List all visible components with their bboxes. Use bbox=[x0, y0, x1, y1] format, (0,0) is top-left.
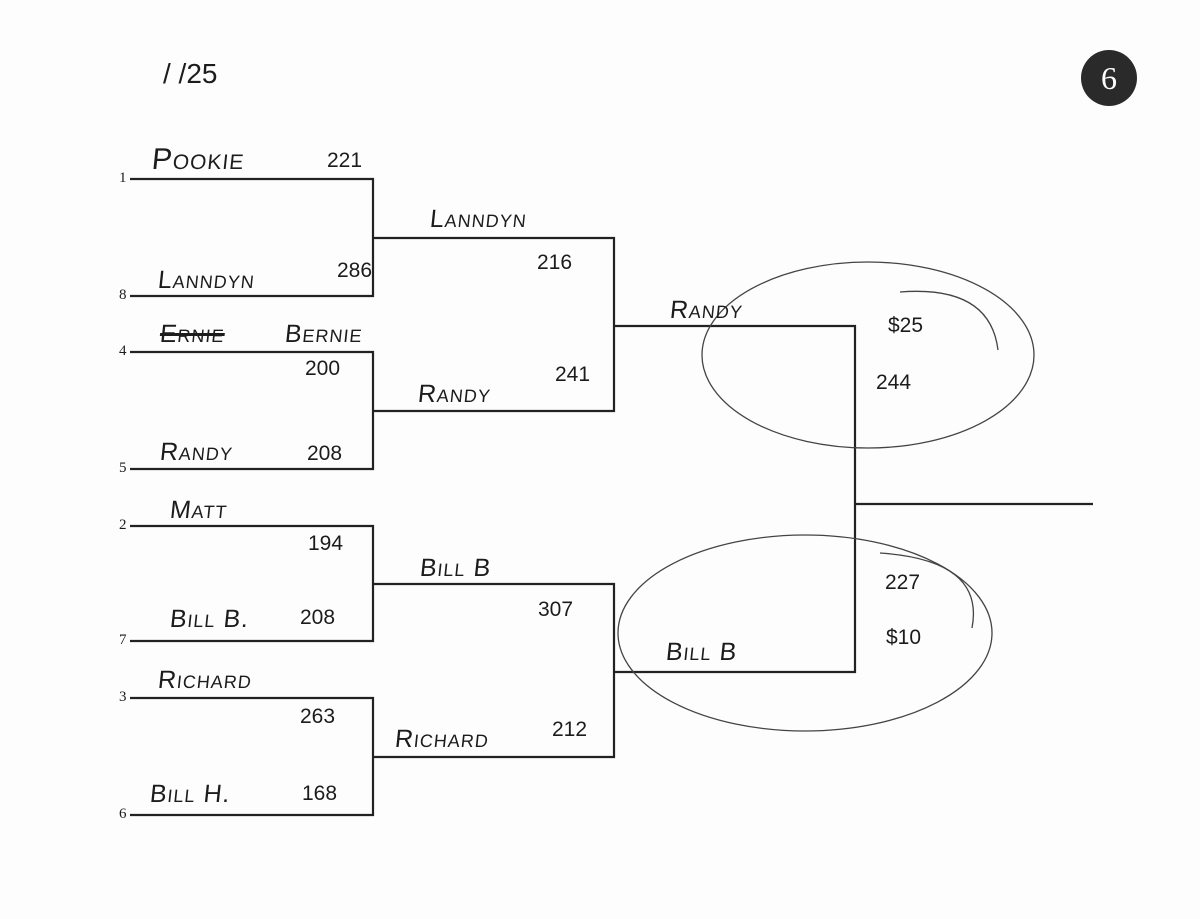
seed-number: 4 bbox=[119, 343, 127, 359]
player-score: 212 bbox=[552, 718, 588, 741]
player-score: 216 bbox=[537, 251, 573, 274]
semi-top-line bbox=[373, 236, 616, 413]
player-name: Bernie bbox=[283, 320, 365, 348]
player-name: Matt bbox=[168, 496, 230, 524]
player-score: 200 bbox=[305, 357, 341, 380]
runner-up-circle bbox=[617, 534, 993, 732]
player-name: Bill B. bbox=[168, 605, 251, 633]
player-score: 208 bbox=[307, 442, 343, 465]
player-score: 286 bbox=[337, 259, 373, 282]
player-score: 263 bbox=[300, 705, 336, 728]
winner-circle bbox=[701, 261, 1035, 449]
player-score: 194 bbox=[308, 532, 344, 555]
seed-number: 7 bbox=[119, 632, 127, 648]
player-score: 307 bbox=[538, 598, 574, 621]
player-name: Lanndyn bbox=[156, 266, 257, 294]
player-score: 221 bbox=[327, 149, 363, 172]
prize-amount: $10 bbox=[886, 626, 922, 649]
finalist-name: Randy bbox=[668, 296, 745, 324]
player-score: 208 bbox=[300, 606, 336, 629]
semi-bottom-line bbox=[373, 582, 616, 759]
player-score: 241 bbox=[555, 363, 591, 386]
player-name: Richard bbox=[393, 725, 491, 753]
player-name: Richard bbox=[156, 666, 254, 694]
page-number-badge: 6 bbox=[1081, 50, 1137, 106]
player-name-struck: Ernie bbox=[158, 320, 227, 348]
finalist-score: 244 bbox=[876, 371, 912, 394]
player-name: Lanndyn bbox=[428, 205, 529, 233]
player-name: Pookie bbox=[150, 143, 247, 176]
player-name: Randy bbox=[416, 380, 493, 408]
seed-number: 2 bbox=[119, 517, 127, 533]
seed-number: 6 bbox=[119, 806, 127, 822]
seed-number: 1 bbox=[119, 170, 127, 186]
player-name: Bill B bbox=[418, 554, 493, 582]
seed-number: 8 bbox=[119, 287, 127, 303]
finalist-name: Bill B bbox=[664, 638, 739, 666]
finalist-score: 227 bbox=[885, 571, 921, 594]
seed-number: 3 bbox=[119, 689, 127, 705]
date-field: / /25 bbox=[163, 58, 218, 89]
player-score: 168 bbox=[302, 782, 338, 805]
final-line bbox=[614, 324, 857, 674]
prize-amount: $25 bbox=[888, 314, 924, 337]
player-name: Bill H. bbox=[148, 780, 233, 808]
player-name: Randy bbox=[158, 438, 235, 466]
seed-number: 5 bbox=[119, 460, 127, 476]
